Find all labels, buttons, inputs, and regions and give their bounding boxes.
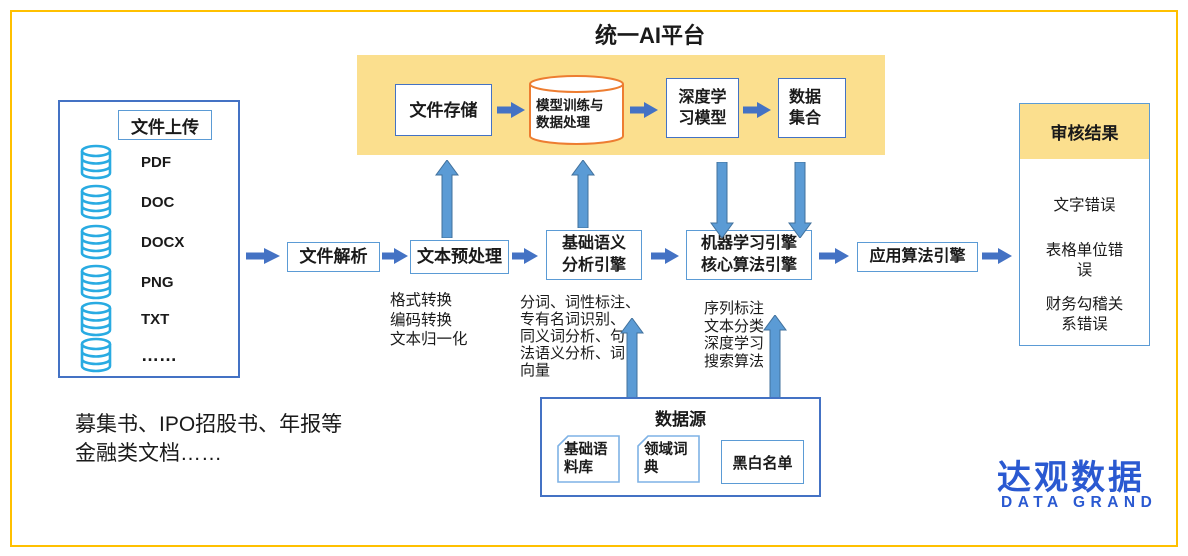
node-file-storage-label: 文件存储 [409,100,478,120]
database-icon [80,144,112,180]
datagrand-logo: 达观数据 [997,459,1145,497]
upload-item-label: DOCX [141,233,185,251]
data-source-title: 数据源 [655,410,706,429]
arrow-right-icon [630,102,658,118]
upload-item-label: …… [141,344,177,365]
node-file-storage: 文件存储 [395,84,492,136]
database-icon [80,337,112,373]
page-title: 统一AI平台 [594,23,705,48]
arrow-up-icon [435,160,459,238]
database-icon [80,184,112,220]
arrow-down-icon [788,162,812,238]
database-icon [80,301,112,337]
arrow-right-icon [743,102,771,118]
database-icon [80,224,112,260]
arrow-up-icon [763,315,787,398]
note-text-preprocessing: 格式转换 编码转换 文本归一化 [390,292,468,348]
arrow-right-icon [497,102,525,118]
result-item-table-unit-errors: 表格单位错 误 [1045,242,1124,279]
audit-results-panel: 审核结果 文字错误 表格单位错 误 财务勾稽关 系错误 [1019,103,1150,346]
arrow-right-icon [982,248,1012,264]
datagrand-logo-subtitle: DATA GRAND [1001,494,1158,511]
node-text-preprocessing-label: 文本预处理 [417,247,502,266]
node-model-training-label: 模型训练与 数据处理 [536,98,604,130]
upload-item-label: TXT [141,310,170,328]
node-data-collection-label: 数据 集合 [789,89,822,127]
card-basic-corpus: 基础语 料库 [557,435,620,483]
card-domain-dictionary: 领域词 典 [637,435,700,483]
node-model-training-cylinder: 模型训练与 数据处理 [528,74,625,146]
note-ml-engine: 序列标注 文本分类 深度学习 搜索算法 [704,300,765,370]
arrow-up-icon [620,318,644,398]
node-data-collection: 数据 集合 [778,78,846,138]
audit-results-title-label: 审核结果 [1050,124,1119,143]
upload-item-label: DOC [141,193,175,211]
cylinder-shape-icon [529,75,624,145]
node-semantic-engine: 基础语义 分析引擎 [546,230,642,280]
upload-item-png: PNG [78,264,174,300]
node-applied-algorithm-engine: 应用算法引擎 [857,242,978,272]
arrow-right-icon [512,248,538,264]
node-deep-learning-model-label: 深度学 习模型 [678,89,727,127]
upload-item-docx: DOCX [78,224,184,260]
node-file-parsing-label: 文件解析 [299,247,368,266]
arrow-right-icon [651,248,679,264]
card-shape-icon [557,435,620,483]
document-types-caption: 募集书、IPO招股书、年报等 金融类文档…… [75,413,343,465]
upload-item-label: PDF [141,153,171,171]
card-blacklist-whitelist: 黑白名单 [721,440,804,484]
card-domain-dictionary-label: 领域词 典 [644,442,688,476]
file-upload-title-label: 文件上传 [131,117,199,137]
data-source-panel: 数据源 基础语 料库 领域词 典 黑白名单 [540,397,821,497]
upload-item-pdf: PDF [78,144,171,180]
file-upload-title: 文件上传 [118,110,212,140]
node-ml-engine-label: 机器学习引擎 核心算法引擎 [700,235,797,274]
upload-item-more: …… [78,337,177,373]
card-shape-icon [637,435,700,483]
upload-item-txt: TXT [78,301,169,337]
node-ml-engine: 机器学习引擎 核心算法引擎 [686,230,812,280]
file-upload-panel: 文件上传 PDF DOC DOCX PNG TXT …… [58,100,240,378]
result-item-financial-check-errors: 财务勾稽关 系错误 [1045,296,1124,333]
arrow-right-icon [382,248,408,264]
upload-item-label: PNG [141,273,174,291]
result-item-text-errors: 文字错误 [1053,197,1116,214]
node-semantic-engine-label: 基础语义 分析引擎 [561,235,626,274]
card-blacklist-whitelist-label: 黑白名单 [732,454,793,472]
arrow-down-icon [710,162,734,238]
database-icon [80,264,112,300]
node-applied-algorithm-engine-label: 应用算法引擎 [869,248,966,265]
arrow-right-icon [819,248,849,264]
upload-item-doc: DOC [78,184,174,220]
audit-results-title: 审核结果 [1020,104,1149,159]
arrow-right-icon [246,248,280,264]
gold-frame [10,10,1178,547]
card-basic-corpus-label: 基础语 料库 [564,442,608,476]
arrow-up-icon [571,160,595,228]
node-file-parsing: 文件解析 [287,242,380,272]
note-semantic-engine: 分词、词性标注、 专有名词识别、 同义词分析、句 法语义分析、词 向量 [520,294,641,379]
node-text-preprocessing: 文本预处理 [410,240,509,274]
node-deep-learning-model: 深度学 习模型 [666,78,739,138]
